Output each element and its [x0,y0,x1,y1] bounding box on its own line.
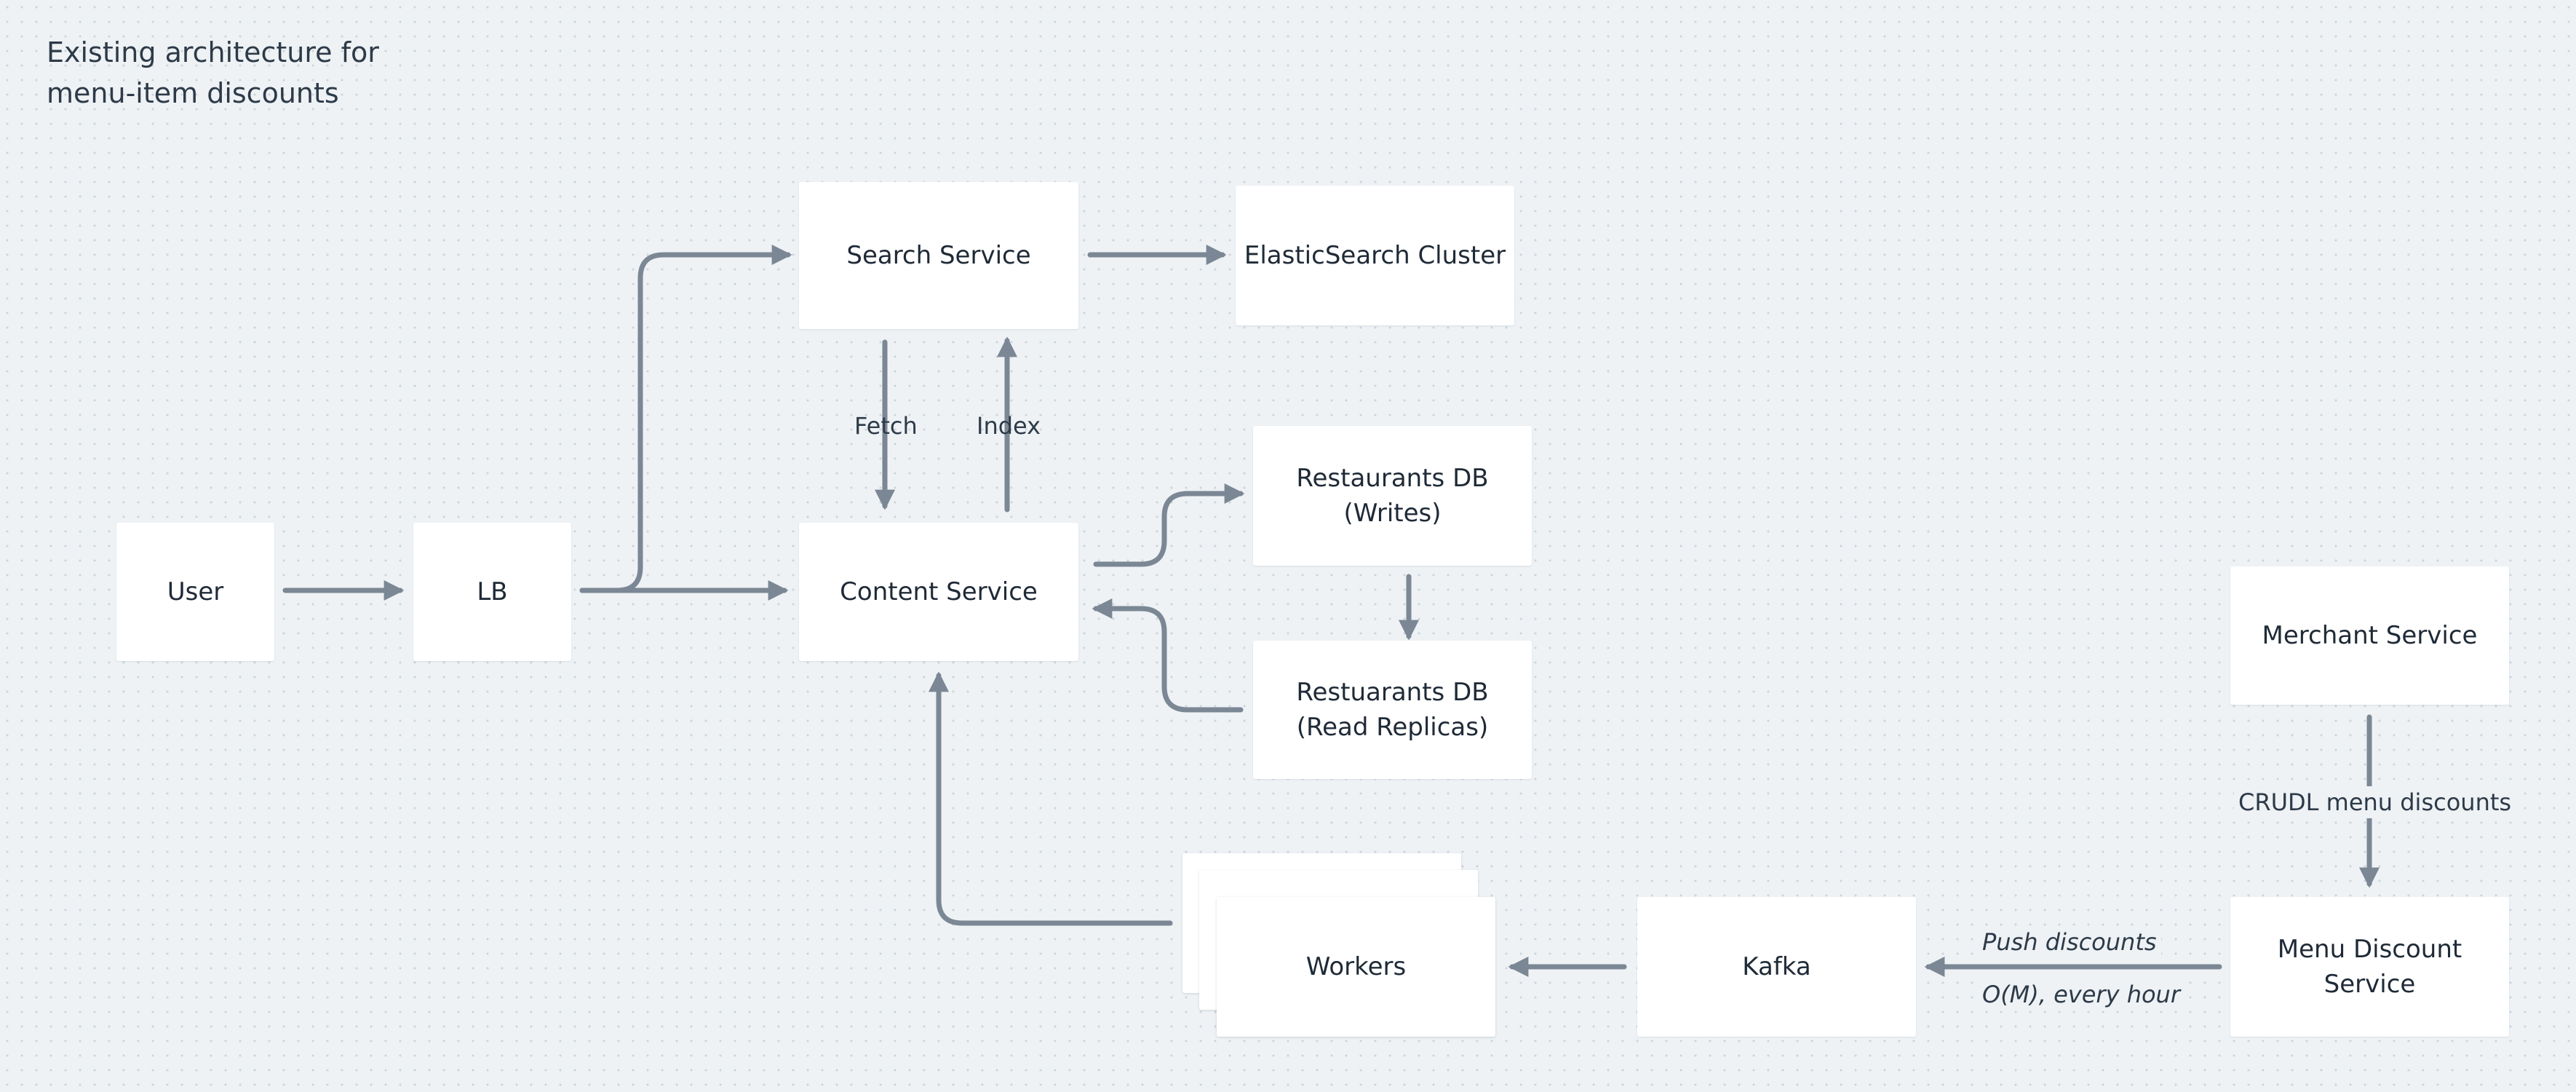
node-menu-discount-service-line-2: Service [2323,970,2416,999]
edge-content-to-db-writes [1093,483,1245,567]
node-restaurants-db-read-replicas-line-1: Restuarants DB [1296,678,1489,707]
node-menu-discount-service[interactable]: Menu Discount Service [2230,897,2509,1037]
node-search-service[interactable]: Search Service [799,182,1078,329]
node-search-service-label: Search Service [846,241,1031,270]
node-merchant-service[interactable]: Merchant Service [2230,566,2509,705]
node-content-service[interactable]: Content Service [799,523,1078,661]
edge-label-push-discounts: Push discounts [1978,926,2161,958]
node-restaurants-db-writes[interactable]: Restaurants DB (Writes) [1253,426,1532,566]
diagram-title-line-1: Existing architecture for [47,36,379,68]
diagram-title-line-2: menu-item discounts [47,77,339,109]
node-kafka-label: Kafka [1742,952,1811,981]
edge-lb-to-search-service [579,245,792,593]
node-restaurants-db-writes-line-1: Restaurants DB [1296,464,1489,493]
node-restaurants-db-read-replicas-line-2: (Read Replicas) [1296,713,1489,742]
node-content-service-label: Content Service [840,577,1038,606]
node-elasticsearch-cluster[interactable]: ElasticSearch Cluster [1236,186,1514,325]
edge-workers-to-content-service [929,671,1173,926]
node-menu-discount-service-line-1: Menu Discount [2277,935,2462,964]
node-user[interactable]: User [116,523,274,661]
node-workers[interactable]: Workers [1217,897,1495,1037]
edge-db-replicas-to-content [1092,598,1244,713]
node-elasticsearch-cluster-label: ElasticSearch Cluster [1244,241,1506,270]
edge-label-frequency: O(M), every hour [1978,978,2185,1010]
node-user-label: User [167,577,224,606]
node-restaurants-db-writes-line-2: (Writes) [1343,499,1442,528]
node-lb-label: LB [477,577,508,606]
node-merchant-service-label: Merchant Service [2262,621,2478,650]
diagram-title: Existing architecture for menu-item disc… [47,32,379,114]
edge-label-fetch: Fetch [854,412,918,440]
node-restaurants-db-read-replicas[interactable]: Restuarants DB (Read Replicas) [1253,641,1532,779]
node-kafka[interactable]: Kafka [1637,897,1916,1037]
node-workers-label: Workers [1305,952,1407,981]
edge-label-index: Index [977,412,1041,440]
node-lb[interactable]: LB [413,523,571,661]
edge-label-crudl: CRUDL menu discounts [2234,786,2516,818]
